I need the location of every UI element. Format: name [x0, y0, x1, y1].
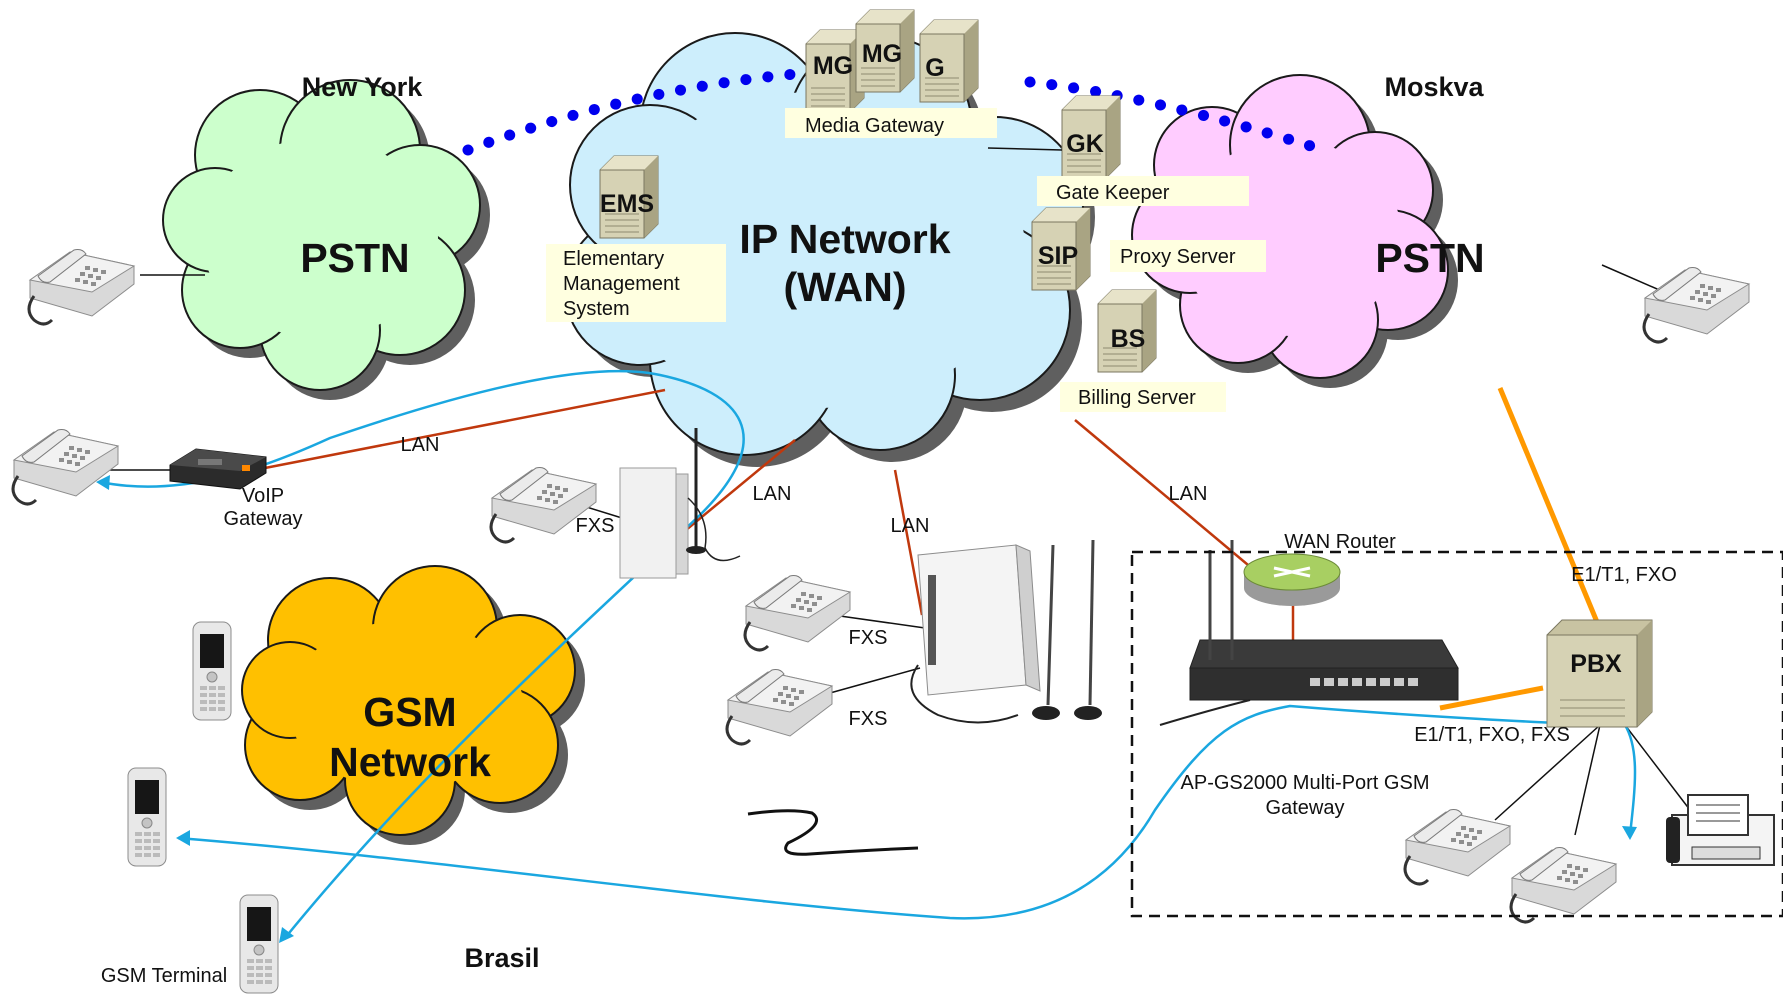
ems-caption-line2: Management — [563, 273, 680, 295]
lan-lines — [264, 388, 1295, 662]
voip-gateway-label: VoIP — [242, 485, 284, 507]
pbx-server: PBX — [1546, 619, 1653, 728]
ems-server-label: EMS — [600, 190, 654, 218]
gsm-network-subtitle: Network — [329, 739, 491, 785]
pstn-left-cloud — [162, 79, 490, 400]
mobile-phone-icon — [239, 894, 279, 994]
desk-phone-icon — [1403, 808, 1512, 886]
gate-keeper-caption-box — [1037, 176, 1249, 206]
ems-caption-line1: Elementary — [563, 248, 664, 270]
pstn-right-cloud — [1131, 74, 1458, 388]
gate-keeper-caption: Gate Keeper — [1056, 182, 1170, 204]
desk-phone-icon — [11, 428, 120, 506]
gsm-network-title: GSM — [363, 689, 456, 735]
gsm-network-cloud — [241, 565, 585, 845]
fxs-label: FXS — [576, 515, 615, 537]
desk-phone-icon — [1509, 846, 1618, 924]
ems-caption-line3: System — [563, 298, 630, 320]
dotted-link-newyork-mg — [462, 66, 826, 156]
gate-keeper-server: GK — [1061, 95, 1121, 179]
bs-server-label: BS — [1111, 325, 1146, 353]
pbx-server-label: PBX — [1570, 650, 1622, 678]
gate-keeper-connector — [987, 147, 1063, 151]
ip-network-title: IP Network — [739, 216, 950, 262]
lan-label: LAN — [1169, 483, 1208, 505]
desk-phone-icon — [725, 668, 834, 746]
proxy-server-caption: Proxy Server — [1120, 246, 1236, 268]
billing-server: BS — [1097, 289, 1157, 373]
wan-router-icon — [1243, 553, 1341, 606]
squiggle-line — [747, 809, 919, 856]
mobile-phone-icon — [192, 621, 232, 721]
gs2000-label: AP-GS2000 Multi-Port GSM — [1181, 772, 1430, 794]
ems-caption-box — [546, 244, 726, 322]
arrowheads — [96, 475, 1637, 943]
ems-server: EMS — [599, 155, 659, 239]
billing-server-caption: Billing Server — [1078, 387, 1196, 409]
desk-phone-icon — [1642, 266, 1751, 344]
lan-label: LAN — [753, 483, 792, 505]
ip-network-subtitle: (WAN) — [784, 264, 907, 310]
desk-phone-icon — [743, 574, 852, 652]
billing-server-caption-box — [1060, 382, 1226, 412]
e1-fxo-fxs-label: E1/T1, FXO, FXS — [1414, 724, 1570, 746]
gs2000-sublabel: Gateway — [1266, 797, 1345, 819]
moskva-label: Moskva — [1384, 72, 1484, 102]
mg-server-label-1: MG — [813, 52, 853, 80]
sip-server: SIP — [1031, 207, 1091, 291]
gs2000-gateway-device — [1159, 540, 1459, 726]
media-gateway-caption: Media Gateway — [805, 115, 944, 137]
pstn-left-title: PSTN — [300, 235, 409, 281]
gk-server-label: GK — [1066, 130, 1104, 158]
fxs-label: FXS — [849, 627, 888, 649]
proxy-server-caption-box — [1110, 240, 1266, 272]
desk-phone-icon — [27, 248, 136, 326]
phone-wires — [110, 264, 1691, 836]
media-gateway-caption-box — [785, 108, 997, 138]
fxs-gateway-device — [619, 428, 741, 579]
new-york-label: New York — [302, 72, 424, 102]
mg-server-label-3: G — [925, 54, 944, 82]
fax-machine-icon — [1666, 794, 1775, 866]
media-gateway-servers: G MG MG — [805, 9, 979, 113]
ip-network-cloud — [564, 32, 1095, 467]
fxs-label: FXS — [849, 708, 888, 730]
mobile-phone-icon — [127, 767, 167, 867]
mg-server-label-2: MG — [862, 40, 902, 68]
e1-fxo-label: E1/T1, FXO — [1571, 564, 1677, 586]
sip-server-label: SIP — [1038, 242, 1078, 270]
voip-gateway-sublabel: Gateway — [224, 508, 303, 530]
gsm-terminal-label: GSM Terminal — [101, 965, 227, 987]
dotted-link-mg-moskva — [1024, 76, 1336, 158]
gsm-gateway-site-boundary — [1130, 550, 1783, 918]
e1-lines — [1439, 387, 1600, 711]
multiport-gateway-device — [910, 539, 1102, 724]
brasil-label: Brasil — [464, 943, 539, 973]
voip-gateway-device — [169, 448, 267, 490]
lan-label: LAN — [401, 434, 440, 456]
pstn-right-title: PSTN — [1375, 235, 1484, 281]
wan-router-label: WAN Router — [1284, 531, 1396, 553]
lan-label: LAN — [891, 515, 930, 537]
